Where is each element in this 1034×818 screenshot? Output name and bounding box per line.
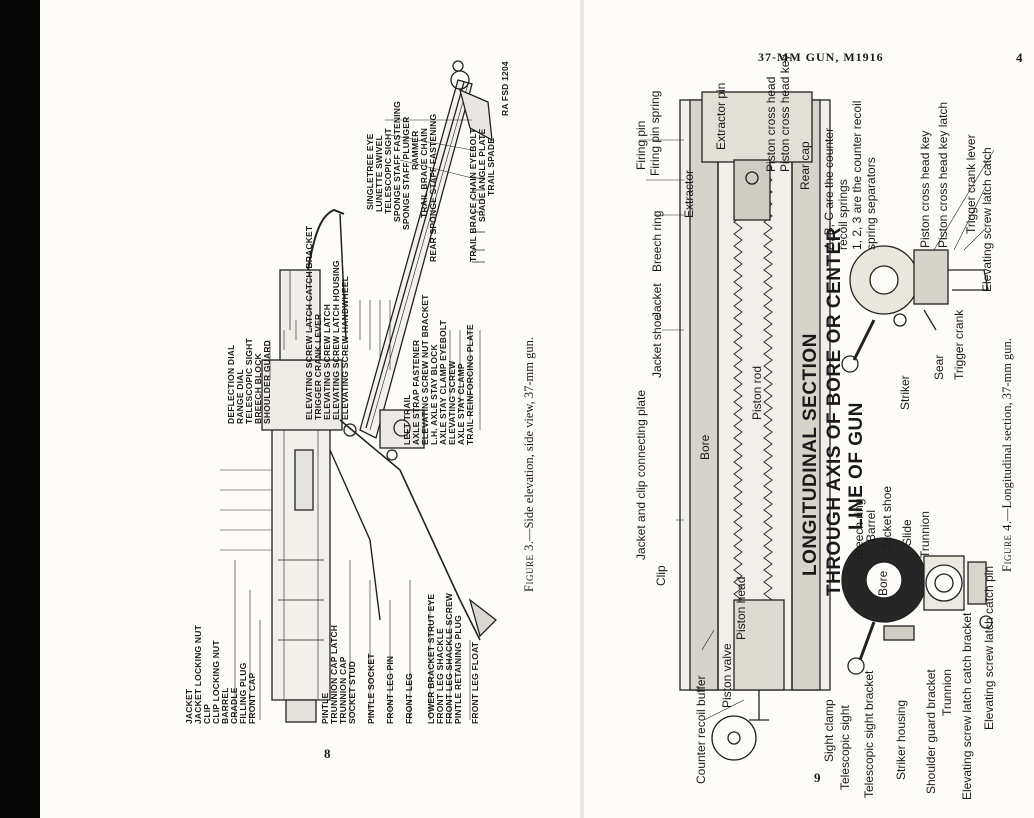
label-jacket: Jacket (650, 283, 664, 318)
label-piston-rod: Piston rod (750, 365, 764, 420)
label-extractor: Extractor (682, 169, 696, 218)
label-telescopic-sight-bracket: Telescopic sight bracket (862, 670, 876, 798)
label-counter-recoil-buffer: Counter recoil buffer (694, 675, 708, 784)
label-striker-housing: Striker housing (894, 699, 908, 780)
label-socket-stud: SOCKET STUD (347, 660, 357, 724)
label-jacket-clip-connecting-plate: Jacket and clip connecting plate (634, 389, 648, 560)
label-trigger-crank-lever: Trigger crank lever (964, 134, 978, 234)
label-shoulder-guard: SHOULDER GUARD (262, 339, 272, 424)
note-line-4: spring separators (864, 157, 878, 250)
page-number-left: 8 (324, 746, 331, 761)
page-gutter (580, 0, 584, 818)
running-head: 37-MM GUN, M1916 (758, 50, 884, 64)
label-front-cap: FRONT CAP (247, 672, 257, 724)
label-bore: Bore (698, 434, 712, 460)
header-page-number: 4 (1016, 50, 1023, 65)
section-title-line-1: LONGITUDINAL SECTION (800, 333, 821, 576)
label-clip: Clip (654, 565, 668, 586)
label-slide: Slide (900, 519, 914, 546)
label-sight-clamp: Sight clamp (822, 699, 836, 762)
left-page: RA FSD 1204 SINGLETREE EYE LUNETTE SWIVE… (40, 0, 580, 818)
label-elevating-screw-latch-catch-bracket: Elevating screw latch catch bracket (960, 612, 974, 800)
section-title-line-2: THROUGH AXIS OF BORE OR CENTER (824, 227, 845, 596)
figure-4-caption: Figure 4.—Longitudinal section, 37-mm gu… (1000, 338, 1014, 572)
label-front-leg: FRONT LEG (404, 673, 414, 724)
drawing-reference: RA FSD 1204 (500, 61, 510, 116)
label-elevating-screw-handwheel: ELEVATING SCREW HANDWHEEL (340, 276, 350, 420)
label-jacket-shoe-section: Jacket shoe (880, 485, 894, 550)
label-front-leg-pin: FRONT LEG PIN (385, 655, 395, 724)
right-page: 37-MM GUN, M1916 4 (584, 0, 1034, 818)
label-firing-pin: Firing pin (634, 120, 648, 170)
note-line-1: A, B, C are the counter (822, 127, 836, 250)
label-breech-ring: Breech ring (650, 210, 664, 272)
label-front-leg-float: FRONT LEG FLOAT (470, 641, 480, 724)
label-firing-pin-spring: Firing pin spring (648, 90, 662, 176)
label-sear: Sear (932, 354, 946, 380)
label-piston-cross-head-key-latch: Piston cross head key latch (936, 101, 950, 248)
page-number-right: 9 (814, 770, 821, 785)
label-pintle-retaining-plug: PINTLE RETAINING PLUG (453, 615, 463, 724)
label-striker: Striker (898, 375, 912, 410)
label-rear-sponge-staff-fastening: REAR SPONGE STAFF FASTENING (428, 113, 438, 262)
label-trigger-crank: Trigger crank (952, 309, 966, 380)
label-piston-valve: Piston valve (720, 643, 734, 708)
label-shoulder-guard-bracket: Shoulder guard bracket (924, 669, 938, 794)
label-barrel: Barrel (864, 509, 878, 542)
note-line-3: 1, 2, 3 are the counter recoil (850, 100, 864, 250)
label-trail-reinforcing-plate: TRAIL REINFORCING PLATE (465, 324, 475, 445)
label-piston-cross-head-key-top: Piston cross head key (778, 54, 792, 172)
side-elevation-drawing (220, 60, 497, 723)
label-telescopic-sight: Telescopic sight (838, 705, 852, 790)
label-piston-cross-head: Piston cross head (764, 76, 778, 172)
longitudinal-section-drawing (639, 91, 995, 761)
label-pintle-socket: PINTLE SOCKET (366, 653, 376, 724)
label-piston-cross-head-key: Piston cross head key (918, 130, 932, 248)
label-elevating-screw-latch-catch: Elevating screw latch catch (980, 147, 994, 292)
label-rear-cap: Rear cap (798, 141, 812, 190)
label-bore-section: Bore (876, 570, 890, 596)
label-trail-spade: TRAIL SPADE (486, 137, 496, 196)
label-trunnion: Trunnion (918, 511, 932, 558)
book-binding (0, 0, 40, 818)
label-trunnion-2: Trunnion (940, 669, 954, 716)
label-extractor-pin: Extractor pin (714, 82, 728, 150)
note-line-2: recoil springs (836, 179, 850, 250)
label-piston-head: Piston head (734, 576, 748, 640)
label-elevating-screw-latch-catch-pin: Elevating screw latch catch pin (982, 565, 996, 730)
label-jacket-shoe: Jacket shoe (650, 313, 664, 378)
figure-3-caption: Figure 3.—Side elevation, side view, 37-… (522, 337, 536, 592)
